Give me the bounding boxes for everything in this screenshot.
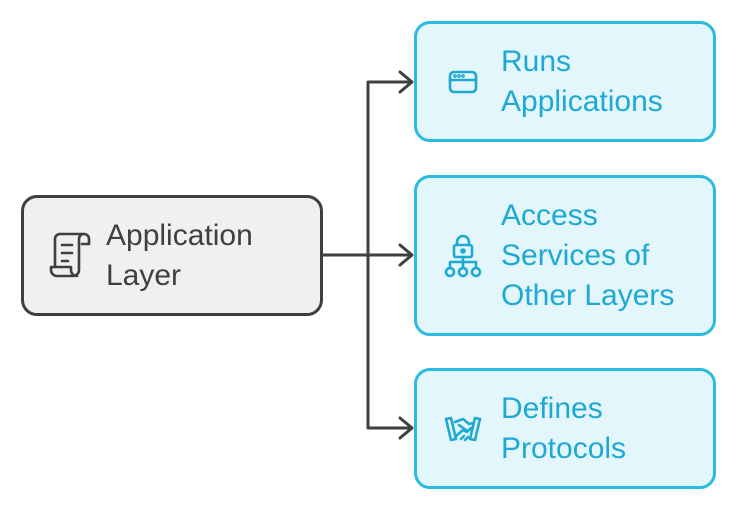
access-services-label: Access Services of Other Layers <box>501 198 675 312</box>
arrowhead-defines-protocols <box>398 416 414 440</box>
scroll-icon <box>48 230 92 282</box>
browser-window-icon <box>443 60 483 104</box>
defines-protocols-node: Defines Protocols <box>414 368 716 489</box>
runs-applications-label: Runs Applications <box>501 44 663 118</box>
application-layer-node: Application Layer <box>21 195 323 316</box>
arrowhead-runs-applications <box>398 70 414 94</box>
access-services-node: Access Services of Other Layers <box>414 175 716 336</box>
hierarchy-lock-icon <box>443 234 483 278</box>
application-layer-label: Application Layer <box>106 218 253 292</box>
connector-to-defines-protocols <box>366 253 412 430</box>
connector-to-runs-applications <box>321 80 412 257</box>
defines-protocols-label: Defines Protocols <box>501 391 627 465</box>
arrowhead-access-services <box>398 243 414 267</box>
runs-applications-node: Runs Applications <box>414 21 716 142</box>
handshake-icon <box>443 407 483 451</box>
